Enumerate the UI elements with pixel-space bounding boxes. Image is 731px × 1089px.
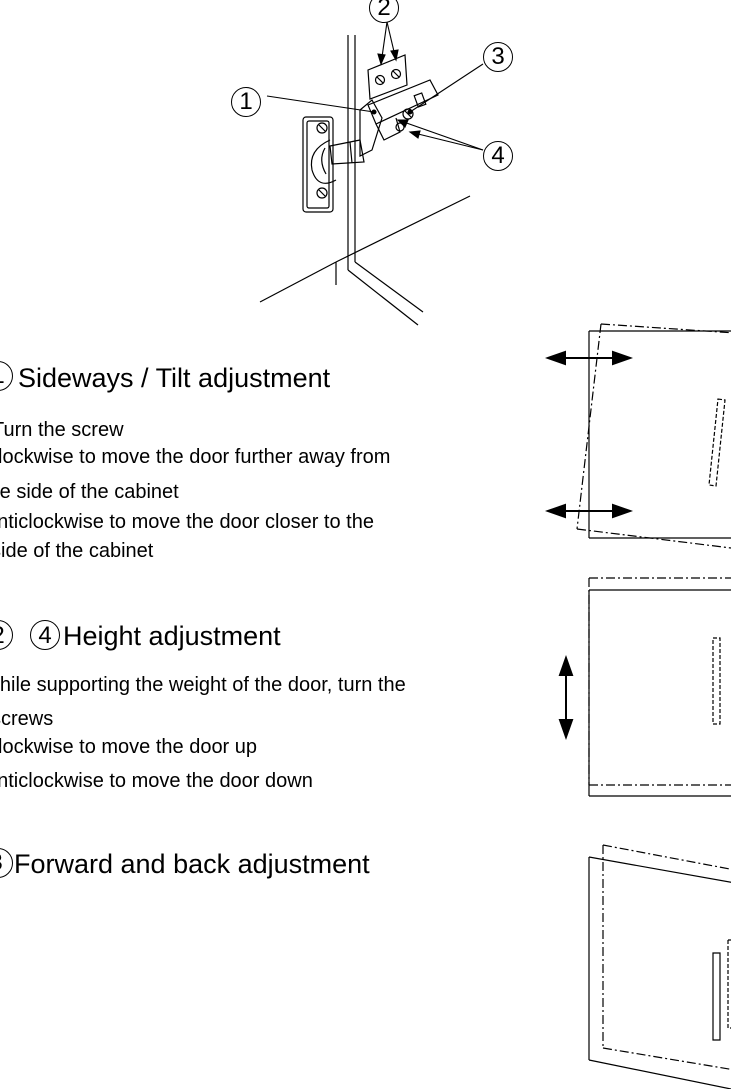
section-tilt-line-3: the side of the cabinet	[0, 481, 179, 503]
section-height-number-2: 2	[0, 624, 13, 648]
section-depth-number: 3	[0, 851, 11, 875]
section-tilt-number: 1	[0, 364, 13, 388]
callout-circle-4	[483, 141, 513, 171]
callout-circle-3	[483, 42, 513, 72]
tilt-arrow-bottom	[544, 503, 634, 519]
section-height-title: Height adjustment	[63, 621, 281, 651]
section-height-line-2: screws	[0, 708, 54, 730]
callout-number-1: 1	[239, 88, 253, 115]
callout-circle-1	[231, 87, 261, 117]
height-arrow	[558, 654, 574, 741]
section-height-line-1: While supporting the weight of the door,…	[0, 674, 406, 696]
callout-circle-2	[369, 0, 399, 23]
section-depth-title: Forward and back adjustment	[14, 849, 370, 879]
section-height-number-circle-4	[30, 620, 60, 650]
section-tilt-line-4: anticlockwise to move the door closer to…	[0, 511, 374, 533]
callout-number-3: 3	[491, 43, 505, 70]
depth-door-diagram	[588, 844, 731, 1089]
section-height-number-4: 4	[38, 622, 52, 649]
section-tilt-line-5: side of the cabinet	[0, 540, 154, 562]
section-height-line-3: clockwise to move the door up	[0, 736, 258, 758]
height-door-diagram	[588, 577, 731, 797]
section-tilt-line-1: Turn the screw	[0, 419, 124, 441]
section-tilt-line-2: clockwise to move the door further away …	[0, 446, 391, 468]
callout-number-4: 4	[491, 142, 505, 169]
section-tilt-title: Sideways / Tilt adjustment	[18, 363, 331, 393]
tilt-arrow-top	[544, 350, 634, 366]
section-height-line-4: anticlockwise to move the door down	[0, 770, 313, 792]
callout-number-2: 2	[377, 0, 391, 21]
